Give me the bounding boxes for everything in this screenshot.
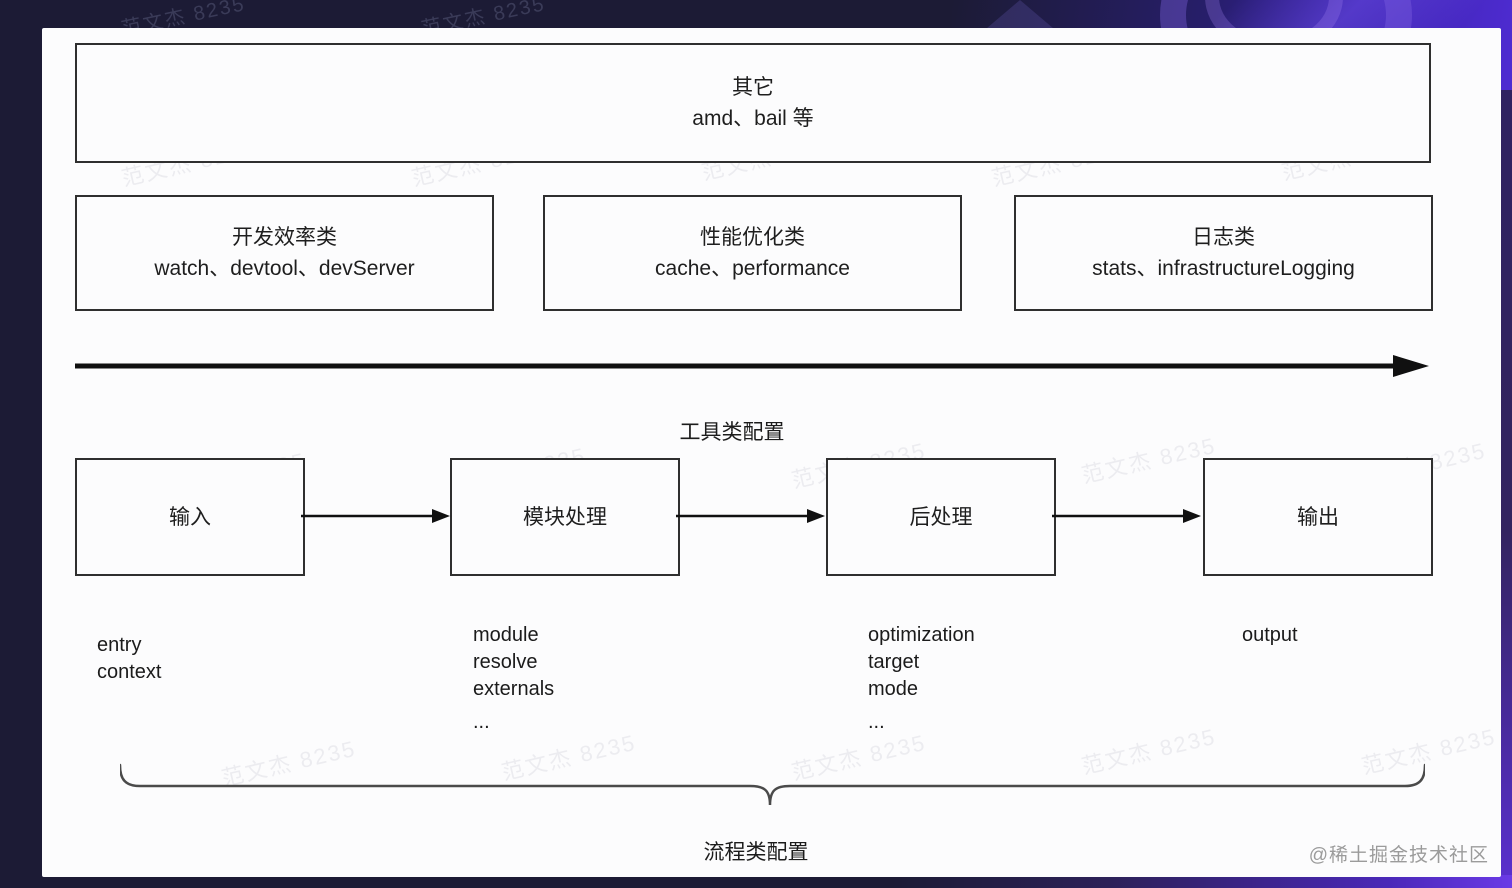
option-item: ... <box>473 711 490 733</box>
options-list-module: module resolve externals ... <box>473 622 554 736</box>
option-item: module <box>473 624 539 646</box>
category-title: 开发效率类 <box>232 226 337 249</box>
options-list-input: entry context <box>97 632 161 686</box>
flow-box-label: 输入 <box>169 505 211 529</box>
option-item: externals <box>473 678 555 700</box>
other-config-title: 其它 <box>732 76 774 99</box>
card-watermark: 范文杰 8235 <box>1079 432 1219 489</box>
option-item: output <box>1242 624 1298 646</box>
category-subtitle: cache、performance <box>655 257 850 280</box>
diagram-card: 范文杰 8235 范文杰 8235 范文杰 8235 范文杰 8235 范文杰 … <box>42 28 1501 877</box>
option-item: optimization <box>868 624 975 646</box>
category-subtitle: stats、infrastructureLogging <box>1092 257 1355 280</box>
option-item: ... <box>868 711 885 733</box>
tool-config-label: 工具类配置 <box>679 421 785 444</box>
options-list-post: optimization target mode ... <box>868 622 975 736</box>
flow-box-output: 输出 <box>1203 458 1433 576</box>
option-item: entry <box>97 634 142 656</box>
flow-box-label: 输出 <box>1297 505 1339 529</box>
category-title: 日志类 <box>1192 226 1255 249</box>
category-subtitle: watch、devtool、devServer <box>154 257 415 280</box>
right-edge-glow <box>1498 90 1512 888</box>
option-item: resolve <box>473 651 538 673</box>
flow-arrow-icon <box>301 509 450 523</box>
option-item: context <box>97 661 162 683</box>
flow-brace-icon <box>120 763 1425 806</box>
category-title: 性能优化类 <box>700 226 805 249</box>
flow-arrow-icon <box>1052 509 1201 523</box>
flow-box-label: 后处理 <box>909 505 973 529</box>
community-credit: @稀土掘金技术社区 <box>1308 845 1489 866</box>
bottom-edge-glow <box>892 875 1512 888</box>
options-list-output: output <box>1242 622 1298 649</box>
category-box-logging: 日志类 stats、infrastructureLogging <box>1014 195 1433 311</box>
flow-box-post-processing: 后处理 <box>826 458 1056 576</box>
other-config-subtitle: amd、bail 等 <box>692 107 814 130</box>
option-item: mode <box>868 678 919 700</box>
category-box-dev-efficiency: 开发效率类 watch、devtool、devServer <box>75 195 494 311</box>
flow-box-label: 模块处理 <box>523 505 607 529</box>
tool-config-arrow <box>75 355 1429 377</box>
other-config-box: 其它 amd、bail 等 <box>75 43 1431 163</box>
flow-box-module-processing: 模块处理 <box>450 458 680 576</box>
category-box-performance: 性能优化类 cache、performance <box>543 195 962 311</box>
flow-arrow-icon <box>676 509 825 523</box>
flow-config-label: 流程类配置 <box>703 841 809 864</box>
flow-box-input: 输入 <box>75 458 305 576</box>
option-item: target <box>868 651 920 673</box>
